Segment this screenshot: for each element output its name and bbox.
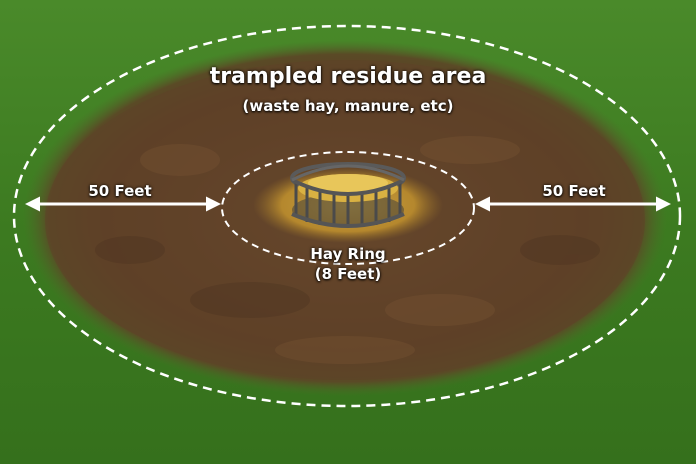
left-distance-label: 50 Feet [88, 182, 152, 200]
hay-ring-feeder [290, 162, 406, 228]
area-subtitle: (waste hay, manure, etc) [242, 97, 454, 115]
right-distance-label: 50 Feet [542, 182, 606, 200]
hay-ring-size: (8 Feet) [314, 265, 382, 283]
dirt-texture [95, 136, 600, 364]
inner-boundary-dashed [221, 151, 475, 265]
area-title: trampled residue area [209, 64, 487, 89]
outer-boundary-dashed [12, 24, 682, 408]
hay-ring-label: Hay Ring (8 Feet) [298, 244, 398, 284]
hay-ring-name: Hay Ring [310, 245, 386, 263]
